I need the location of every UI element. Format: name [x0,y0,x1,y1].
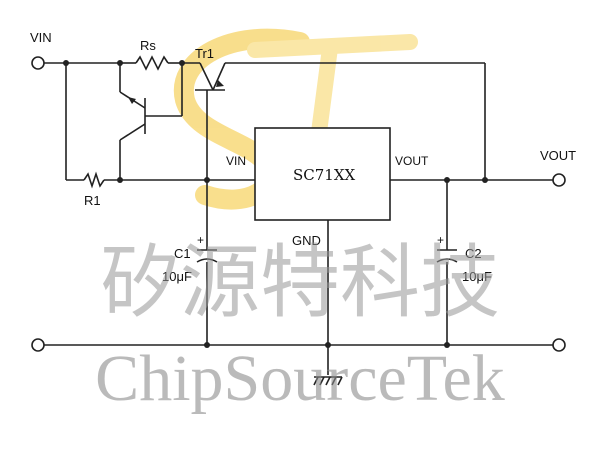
junction-dots [63,60,488,348]
pass-transistor-tr1-symbol [195,62,226,100]
sense-transistor-symbol [119,91,146,141]
ic-gnd-label: GND [292,233,321,248]
c1-name-label: C1 [174,246,191,261]
capacitor-c1-symbol: + [196,233,218,263]
resistor-rs-symbol [135,55,169,71]
c1-value-label: 10μF [162,269,192,284]
ground-icon [313,376,343,386]
gnd-left-terminal [31,338,45,352]
watermark-latin: ChipSourceTek [95,342,505,415]
ic-box [254,127,391,221]
wires [44,62,553,375]
vin-label: VIN [30,30,52,45]
rs-label: Rs [140,38,156,53]
capacitor-c2-symbol: + [436,233,458,263]
c2-name-label: C2 [465,246,482,261]
svg-text:+: + [437,233,444,247]
vout-terminal [552,173,566,187]
vout-label: VOUT [540,148,576,163]
svg-text:+: + [197,233,204,247]
gnd-right-terminal [552,338,566,352]
ic-vout-label: VOUT [395,154,429,168]
r1-label: R1 [84,193,101,208]
vin-terminal [31,56,45,70]
ic-name-label: SC71XX [293,166,356,184]
tr1-label: Tr1 [195,46,214,61]
resistor-r1-symbol [83,171,105,189]
c2-value-label: 10μF [462,269,492,284]
watermark-chinese: 矽源特科技 [100,240,500,328]
ic-vin-label: VIN [226,154,246,168]
